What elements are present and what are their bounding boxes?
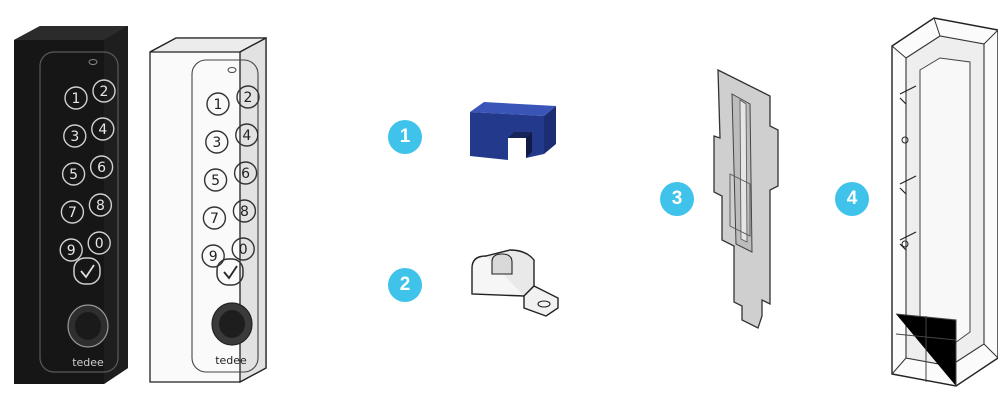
key-label-3: 3 bbox=[212, 135, 221, 151]
key-label-1: 1 bbox=[72, 91, 81, 107]
part-badge-3: 3 bbox=[660, 182, 694, 216]
keypad-light: 1 2 3 4 5 6 7 8 9 0 tedee bbox=[140, 20, 270, 388]
key-label-5: 5 bbox=[211, 173, 220, 189]
key-label-7: 7 bbox=[210, 211, 219, 227]
key-label-4: 4 bbox=[98, 122, 107, 138]
keypad-dark: 1 2 3 4 5 6 7 8 9 0 tedee bbox=[0, 12, 140, 388]
key-label-0: 0 bbox=[239, 242, 248, 258]
part-badge-4: 4 bbox=[835, 182, 869, 216]
blue-bracket-icon bbox=[462, 100, 558, 166]
brand-label: tedee bbox=[215, 354, 247, 367]
key-label-9: 9 bbox=[67, 243, 76, 259]
mounting-clip-icon bbox=[462, 246, 566, 322]
keypad-dark-illustration: 1 2 3 4 5 6 7 8 9 0 tedee bbox=[0, 12, 140, 388]
key-label-6: 6 bbox=[97, 160, 106, 176]
key-label-8: 8 bbox=[96, 198, 105, 214]
mounting-plate-icon bbox=[700, 66, 782, 332]
key-label-9: 9 bbox=[209, 249, 218, 265]
key-label-6: 6 bbox=[241, 166, 250, 182]
key-label-5: 5 bbox=[69, 167, 78, 183]
brand-label: tedee bbox=[72, 356, 104, 369]
key-label-1: 1 bbox=[214, 97, 223, 113]
keypad-light-illustration: 1 2 3 4 5 6 7 8 9 0 tedee bbox=[140, 20, 270, 388]
key-label-0: 0 bbox=[95, 236, 104, 252]
back-housing-icon bbox=[876, 14, 998, 388]
key-label-8: 8 bbox=[240, 204, 249, 220]
key-label-7: 7 bbox=[68, 205, 77, 221]
part-badge-1: 1 bbox=[388, 120, 422, 154]
key-label-4: 4 bbox=[242, 128, 251, 144]
key-label-3: 3 bbox=[70, 129, 79, 145]
part-badge-2: 2 bbox=[388, 268, 422, 302]
key-label-2: 2 bbox=[244, 90, 253, 106]
key-label-2: 2 bbox=[100, 84, 109, 100]
